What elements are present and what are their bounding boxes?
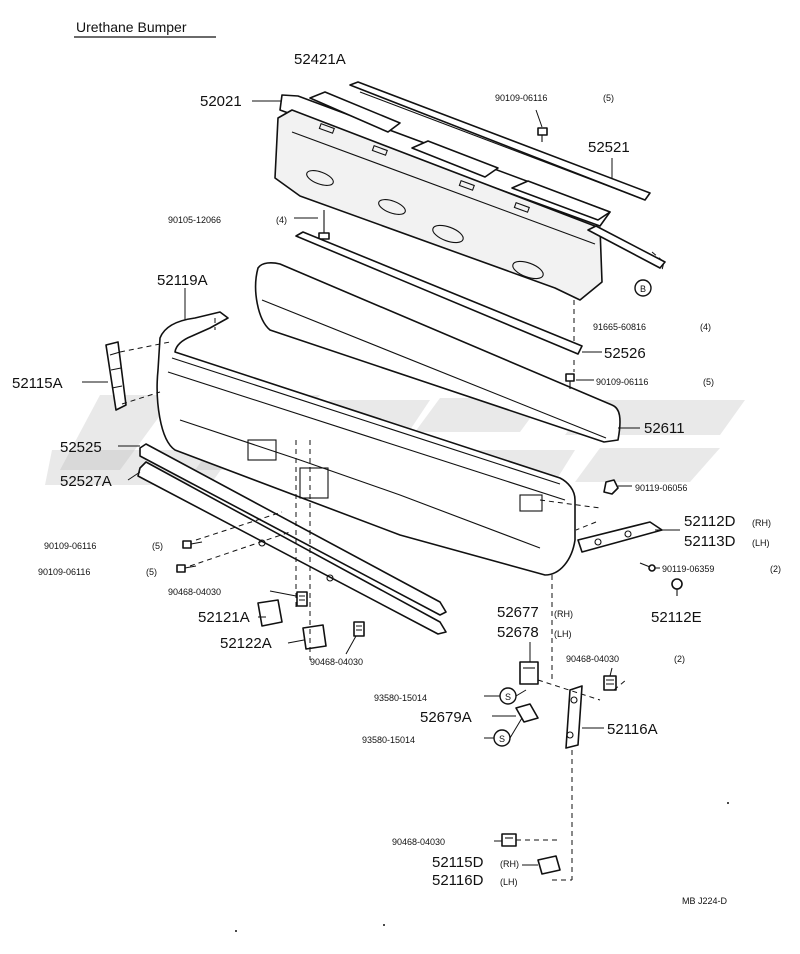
label-90105-qty: (4) [276, 215, 287, 225]
label-52116D: 52116D [432, 872, 484, 889]
bolt-icon [537, 127, 548, 142]
label-90109-top-qty: (5) [603, 93, 614, 103]
bolt-icon [182, 540, 203, 549]
label-90119-06359-qty: (2) [770, 564, 781, 574]
label-90119-06056: 90119-06056 [635, 483, 687, 493]
part-labels: 52421A 52021 90109-06116 (5) 52521 90105… [12, 51, 781, 906]
energy-absorber-52611 [254, 262, 621, 443]
label-90109-mid-qty: (5) [703, 377, 714, 387]
label-90109-top: 90109-06116 [495, 93, 547, 103]
label-52113D-side: (LH) [752, 538, 770, 548]
label-52677: 52677 [497, 604, 539, 621]
label-52115D: 52115D [432, 854, 484, 871]
callout-letter: B [640, 284, 646, 294]
leader-line [287, 639, 305, 644]
label-90109-l2-qty: (5) [146, 567, 157, 577]
label-90109-l1-qty: (5) [152, 541, 163, 551]
label-52521: 52521 [588, 139, 630, 156]
label-91665: 91665-60816 [593, 322, 646, 332]
diagram-title: Urethane Bumper [76, 19, 187, 35]
bumper-arm-52521 [349, 81, 651, 201]
callout-letter: S [505, 692, 511, 702]
leader-line [609, 667, 613, 677]
label-90468-b: 90468-04030 [310, 657, 363, 667]
bumper-bracket-arm [587, 225, 666, 269]
bracket-52677 [519, 661, 539, 685]
label-52679A: 52679A [420, 709, 472, 726]
leader-line [509, 717, 523, 739]
label-90468-c: 90468-04030 [566, 654, 619, 664]
label-52116D-side: (LH) [500, 877, 518, 887]
bumper-cover-52119A [156, 311, 576, 576]
label-52122A: 52122A [220, 635, 272, 652]
bracket-52679A [515, 703, 539, 723]
leader-line [127, 471, 141, 481]
leader-line [515, 689, 527, 697]
label-90109-l1: 90109-06116 [44, 541, 96, 551]
label-93580-a: 93580-15014 [374, 693, 427, 703]
label-52115D-side: (RH) [500, 859, 519, 869]
label-52116A: 52116A [607, 721, 658, 738]
clip-nut-icon [353, 621, 365, 637]
callout-s-icon: S [493, 729, 511, 747]
label-93580-b: 93580-15014 [362, 735, 415, 745]
leader-line [269, 590, 297, 597]
label-52119A: 52119A [157, 272, 208, 289]
label-52121A: 52121A [198, 609, 250, 626]
callout-letter: S [499, 734, 505, 744]
bolt-icon [176, 564, 197, 573]
label-52112D: 52112D [684, 513, 736, 530]
label-90468-c-qty: (2) [674, 654, 685, 664]
dashed-guides [119, 251, 665, 881]
label-90468-d: 90468-04030 [392, 837, 445, 847]
label-52113D: 52113D [684, 533, 736, 550]
bumper-retainer-52421A [309, 91, 611, 221]
label-52421A: 52421A [294, 51, 346, 68]
scan-dots [235, 802, 729, 932]
side-bracket-52115A [105, 341, 127, 411]
label-52021: 52021 [200, 93, 242, 110]
callout-b-icon: B [634, 279, 652, 297]
bracket-52121A [257, 599, 283, 627]
leader-line [535, 109, 543, 128]
label-52112E: 52112E [651, 609, 702, 626]
stay-52116A [565, 685, 583, 749]
nut-icon [603, 479, 619, 495]
clip-nut-icon [603, 675, 617, 691]
lower-strip-52525 [139, 443, 447, 616]
label-90119-06359: 90119-06359 [662, 564, 714, 574]
bracket-52115D [537, 855, 561, 875]
label-90109-mid: 90109-06116 [596, 377, 648, 387]
label-91665-qty: (4) [700, 322, 711, 332]
label-90468-a: 90468-04030 [168, 587, 221, 597]
bracket-52122A [302, 624, 327, 650]
label-52611: 52611 [644, 420, 685, 437]
clip-icon [671, 578, 683, 596]
bolt-icon [318, 210, 330, 240]
label-52526: 52526 [604, 345, 646, 362]
label-52115A: 52115A [12, 375, 63, 392]
clip-nut-icon [296, 591, 308, 607]
label-90105: 90105-12066 [168, 215, 221, 225]
label-52678: 52678 [497, 624, 539, 641]
label-52527A: 52527A [60, 473, 112, 490]
label-52112D-side: (RH) [752, 518, 771, 528]
callout-s-icon: S [499, 687, 517, 705]
clip-nut-icon [501, 833, 517, 847]
bumper-strip-52526 [295, 231, 583, 355]
label-52678-side: (LH) [554, 629, 572, 639]
screw-icon [639, 562, 656, 572]
side-bracket-52112D [577, 521, 663, 553]
leader-line [345, 635, 357, 655]
bolt-icon [565, 373, 575, 389]
diagram-code: MB J224-D [682, 896, 728, 906]
label-52677-side: (RH) [554, 609, 573, 619]
label-52525: 52525 [60, 439, 102, 456]
label-90109-l2: 90109-06116 [38, 567, 90, 577]
